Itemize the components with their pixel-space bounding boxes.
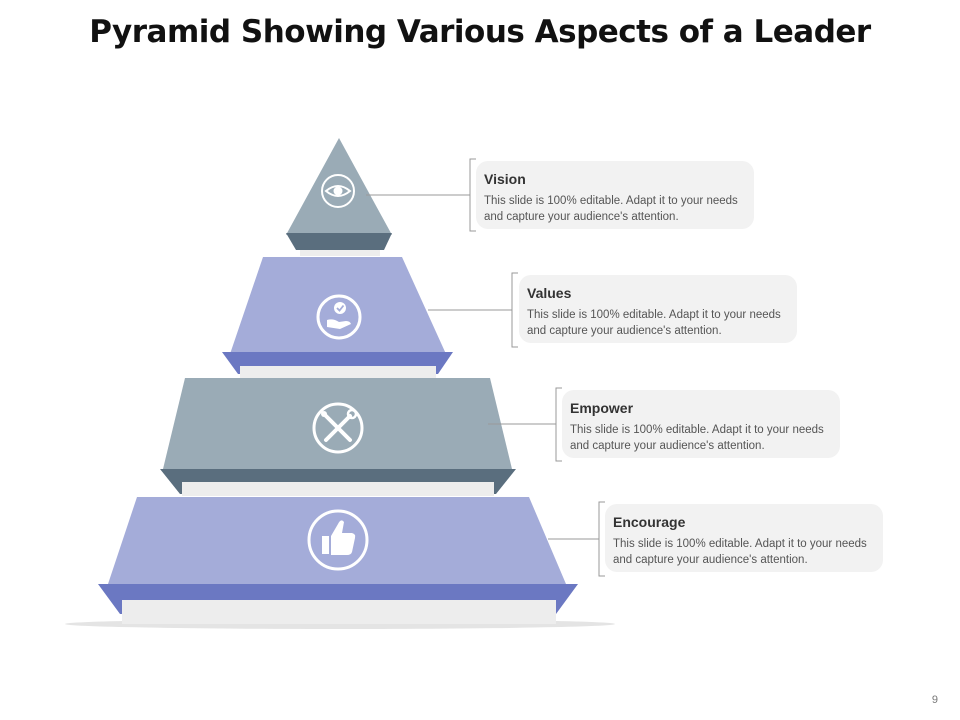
level-vision-gap (300, 250, 380, 256)
level-empower-face (163, 378, 512, 469)
pyramid-level-values (222, 257, 453, 378)
callout-empower-text: This slide is 100% editable. Adapt it to… (570, 424, 824, 452)
thumbs-up-icon (307, 509, 369, 571)
bracket-vision (469, 158, 476, 232)
pyramid-level-vision (286, 138, 392, 256)
callout-encourage-text: This slide is 100% editable. Adapt it to… (613, 538, 867, 566)
callout-encourage: Encourage This slide is 100% editable. A… (605, 504, 883, 572)
bracket-encourage (598, 501, 605, 577)
bracket-empower (555, 387, 562, 462)
level-encourage-gap (122, 600, 556, 614)
pyramid-level-empower (160, 378, 516, 496)
callout-values-text: This slide is 100% editable. Adapt it to… (527, 309, 781, 337)
callout-values: Values This slide is 100% editable. Adap… (519, 275, 797, 343)
callout-vision-text: This slide is 100% editable. Adapt it to… (484, 195, 738, 223)
pyramid-level-encourage (98, 497, 578, 614)
eye-icon (321, 174, 355, 208)
callout-values-title: Values (527, 285, 572, 301)
hand-badge-icon (316, 294, 362, 340)
level-values-gap (240, 366, 436, 378)
slide-title: Pyramid Showing Various Aspects of a Lea… (89, 14, 871, 50)
callout-empower: Empower This slide is 100% editable. Ada… (562, 390, 840, 458)
connectors (366, 158, 605, 577)
page-number: 9 (931, 694, 938, 706)
callout-vision: Vision This slide is 100% editable. Adap… (476, 161, 754, 229)
level-empower-gap (182, 482, 494, 496)
callout-empower-title: Empower (570, 400, 634, 416)
bracket-values (511, 272, 518, 348)
callout-encourage-title: Encourage (613, 514, 686, 530)
callout-vision-title: Vision (484, 171, 526, 187)
level-vision-rim (286, 233, 392, 250)
tools-icon (312, 402, 364, 454)
